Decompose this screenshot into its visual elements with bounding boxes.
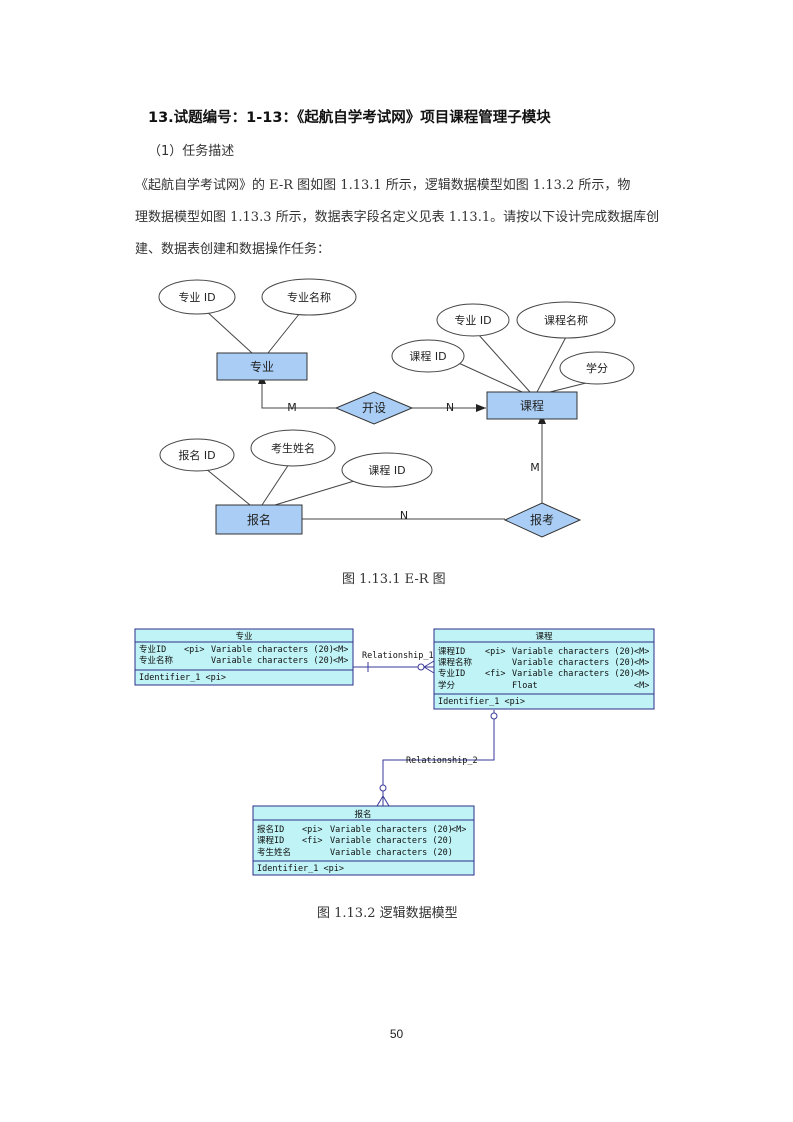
paragraph-line-2: 理数据模型如图 1.13.3 所示，数据表字段名定义见表 1.13.1。请按以下…	[135, 210, 660, 225]
major-row1-flag: <M>	[333, 645, 348, 655]
major-identifier: Identifier_1 <pi>	[139, 673, 226, 683]
entity-enroll-box	[215, 504, 303, 535]
enroll-row1-type: Variable characters (20)	[330, 825, 453, 835]
attr-enroll-course-id: 课程 ID	[368, 464, 405, 477]
course-row1-name: 课程ID	[438, 646, 465, 657]
entity-course-box	[486, 391, 578, 420]
enroll-row2-key: <fi>	[302, 836, 322, 846]
attr-course-name: 课程名称	[544, 313, 588, 327]
figure-caption-er: 图 1.13.1 E-R 图	[342, 572, 446, 587]
relationship-1-label: Relationship_1	[362, 651, 434, 661]
enroll-row3-type: Variable characters (20)	[330, 848, 453, 858]
course-row3-name: 专业ID	[438, 668, 465, 679]
course-row3-type: Variable characters (20)	[512, 669, 635, 679]
relation-apply-diamond	[503, 502, 582, 538]
course-row1-flag: <M>	[634, 647, 649, 657]
table-major	[134, 628, 354, 686]
section-heading: 13.试题编号：1-13：《起航自学考试网》项目课程管理子模块	[148, 110, 551, 126]
page-number: 50	[389, 1027, 404, 1041]
table-course	[433, 628, 655, 710]
attr-major-id: 专业 ID	[178, 290, 215, 304]
table-enroll	[252, 805, 475, 876]
relation-offer-label: 开设	[362, 401, 386, 415]
enroll-row1-flag: <M>	[451, 825, 466, 835]
course-row3-flag: <M>	[634, 669, 649, 679]
attr-course-major-id: 专业 ID	[454, 313, 491, 327]
attr-course-id: 课程 ID	[409, 350, 446, 363]
enroll-row3-name: 考生姓名	[257, 847, 291, 858]
relation-apply-label: 报考	[530, 512, 554, 527]
course-row2-name: 课程名称	[438, 657, 473, 668]
major-row1-key: <pi>	[184, 645, 204, 655]
major-row2-type: Variable characters (20)	[211, 656, 334, 666]
entity-enroll-label: 报名	[247, 512, 271, 527]
enroll-row2-type: Variable characters (20)	[330, 836, 453, 846]
enroll-row2-name: 课程ID	[257, 835, 284, 846]
course-row3-key: <fi>	[485, 669, 505, 679]
paragraph-line-1: 《起航自学考试网》的 E-R 图如图 1.13.1 所示，逻辑数据模型如图 1.…	[135, 178, 631, 193]
course-row4-flag: <M>	[634, 681, 649, 691]
relationship-2-label: Relationship_2	[406, 756, 478, 766]
entity-course-label: 课程	[520, 398, 544, 413]
major-row1-type: Variable characters (20)	[211, 645, 334, 655]
cardinality-apply-enroll: N	[400, 509, 408, 522]
course-identifier: Identifier_1 <pi>	[438, 697, 525, 707]
course-row4-name: 学分	[438, 680, 456, 691]
major-row2-name: 专业名称	[139, 655, 174, 666]
course-row2-flag: <M>	[634, 658, 649, 668]
figure-caption-logical-model: 图 1.13.2 逻辑数据模型	[317, 906, 458, 921]
attr-student-name: 考生姓名	[271, 441, 315, 455]
relation-offer-diamond	[334, 391, 414, 425]
course-row1-type: Variable characters (20)	[512, 647, 635, 657]
major-row2-flag: <M>	[333, 656, 348, 666]
cardinality-offer-major: M	[287, 401, 297, 414]
course-row1-key: <pi>	[485, 647, 505, 657]
enroll-row1-name: 报名ID	[257, 824, 284, 835]
table-course-title: 课程	[535, 631, 553, 642]
entity-major-label: 专业	[250, 359, 274, 374]
course-row2-type: Variable characters (20)	[512, 658, 635, 668]
course-row4-type: Float	[512, 681, 538, 691]
attr-major-name: 专业名称	[287, 290, 331, 304]
enroll-row1-key: <pi>	[302, 825, 322, 835]
cardinality-offer-course: N	[446, 401, 454, 414]
er-diagram: 专业 ID 专业名称 专业 ID 课程名称 课程 ID 学分 报名 ID 考生姓…	[158, 278, 635, 538]
paragraph-line-3: 建、数据表创建和数据操作任务：	[135, 242, 331, 257]
attr-enroll-id: 报名 ID	[178, 448, 215, 462]
task-description-heading: （1）任务描述	[148, 144, 235, 159]
logical-model-diagram: 专业 专业ID <pi> Variable characters (20) <M…	[134, 628, 655, 876]
table-major-title: 专业	[235, 631, 252, 642]
entity-major-box	[216, 352, 308, 381]
enroll-identifier: Identifier_1 <pi>	[257, 864, 344, 874]
cardinality-apply-course: M	[530, 461, 540, 474]
major-row1-name: 专业ID	[139, 644, 166, 655]
attr-credit: 学分	[586, 361, 608, 375]
table-enroll-title: 报名	[354, 809, 371, 820]
